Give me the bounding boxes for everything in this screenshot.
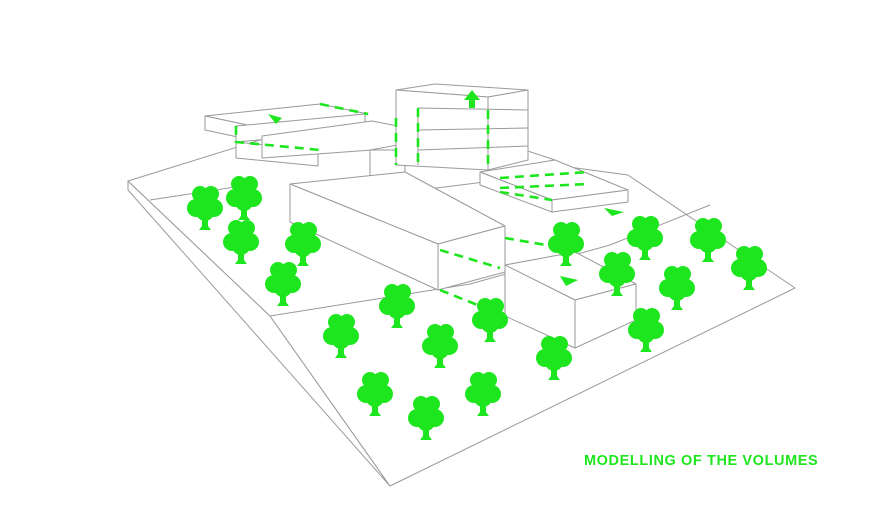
right-wing-side <box>551 189 629 213</box>
movement-arrows <box>268 90 624 286</box>
tree-icon <box>628 308 664 352</box>
tree-icon <box>408 396 444 440</box>
dashed-extension-11 <box>504 236 576 252</box>
tree-icon <box>465 372 501 416</box>
trees <box>187 176 767 440</box>
tree-icon <box>379 284 415 328</box>
tower <box>395 83 529 171</box>
tree-icon <box>472 298 508 342</box>
arrow-icon <box>560 276 578 286</box>
extension-lines <box>234 102 589 318</box>
tree-icon <box>285 222 321 266</box>
diagram-caption: MODELLING OF THE VOLUMES <box>584 453 819 469</box>
tree-icon <box>226 176 262 220</box>
right-wing <box>479 159 629 213</box>
tree-icon <box>357 372 393 416</box>
arrow-icon <box>268 114 282 124</box>
tree-icon <box>265 262 301 306</box>
tower-floor-3 <box>417 145 529 151</box>
tree-icon <box>659 266 695 310</box>
dashed-extension-1 <box>234 126 321 152</box>
lower-block <box>289 171 637 349</box>
dashed-extension-9 <box>439 248 501 270</box>
dashed-extension-8 <box>499 190 553 202</box>
tree-icon <box>536 336 572 380</box>
tree-icon <box>323 314 359 358</box>
dashed-extension-10 <box>439 288 506 318</box>
dashed-extension-2 <box>319 102 369 116</box>
arrow-icon <box>464 90 480 108</box>
arrow-icon <box>604 208 624 216</box>
tree-icon <box>187 186 223 230</box>
tree-icon <box>731 246 767 290</box>
tree-icon <box>223 220 259 264</box>
tree-icon <box>548 222 584 266</box>
tree-icon <box>422 324 458 368</box>
tower-floor-1 <box>417 107 529 111</box>
tower-right-face <box>487 89 529 171</box>
tower-floor-2 <box>417 127 529 131</box>
tree-icon <box>690 218 726 262</box>
tree-icon <box>599 252 635 296</box>
tree-icon <box>627 216 663 260</box>
